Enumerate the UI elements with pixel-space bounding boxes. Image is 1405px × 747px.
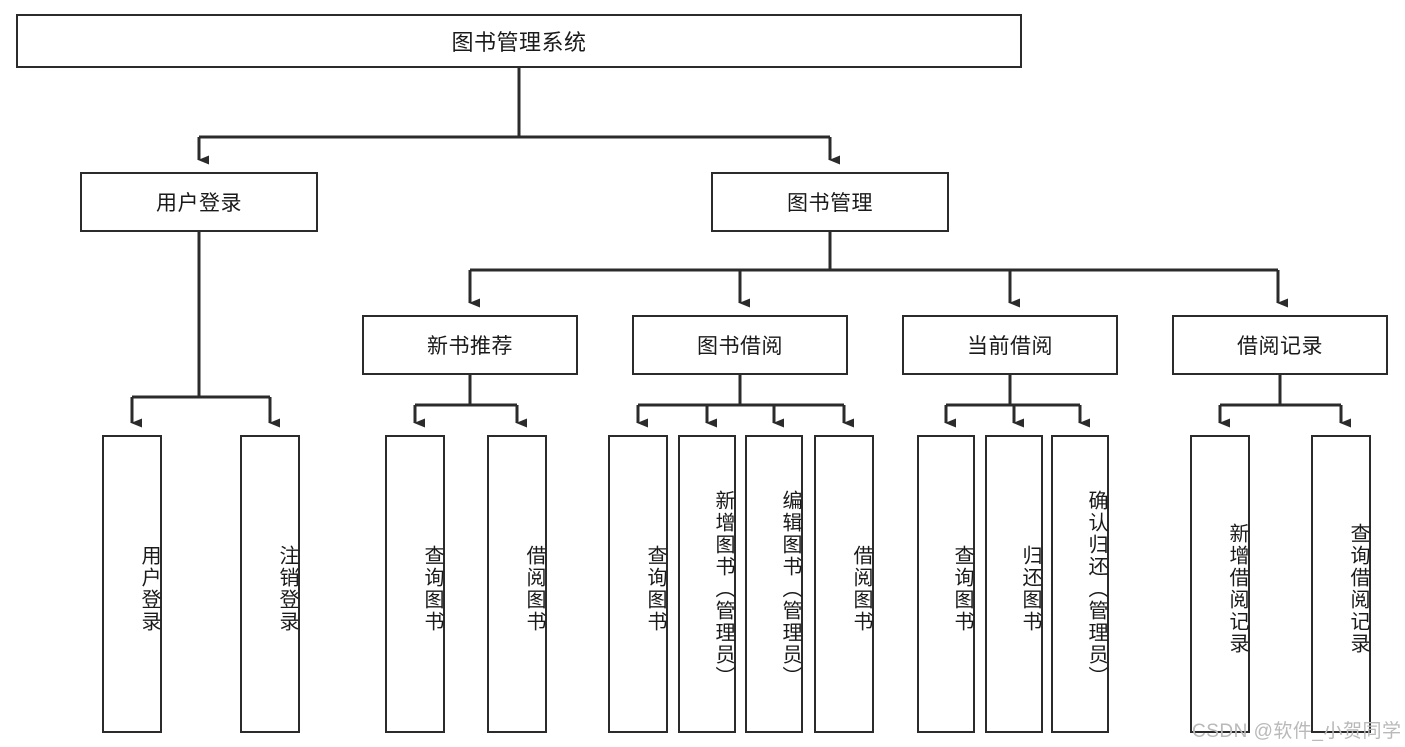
leaf-add-book-admin[interactable]: 新增图书（管理员） bbox=[678, 435, 736, 733]
node-root-label: 图书管理系统 bbox=[451, 30, 587, 55]
node-book-borrow[interactable]: 图书借阅 bbox=[632, 315, 848, 375]
leaf-user-login-label: 用户登录 bbox=[138, 545, 160, 633]
leaf-query-book-1-label: 查询图书 bbox=[421, 545, 443, 633]
leaf-query-book-1[interactable]: 查询图书 bbox=[385, 435, 445, 733]
leaf-edit-book-admin[interactable]: 编辑图书（管理员） bbox=[745, 435, 803, 733]
node-book-borrow-label: 图书借阅 bbox=[697, 335, 783, 358]
leaf-user-login[interactable]: 用户登录 bbox=[102, 435, 162, 733]
node-borrow-record[interactable]: 借阅记录 bbox=[1172, 315, 1388, 375]
leaf-return-book[interactable]: 归还图书 bbox=[985, 435, 1043, 733]
leaf-confirm-return-admin[interactable]: 确认归还（管理员） bbox=[1051, 435, 1109, 733]
leaf-logout-label: 注销登录 bbox=[276, 545, 298, 633]
leaf-query-record[interactable]: 查询借阅记录 bbox=[1311, 435, 1371, 733]
leaf-borrow-book-2-label: 借阅图书 bbox=[850, 545, 872, 633]
leaf-return-book-label: 归还图书 bbox=[1019, 545, 1041, 633]
leaf-query-book-2-label: 查询图书 bbox=[644, 545, 666, 633]
leaf-borrow-book-2[interactable]: 借阅图书 bbox=[814, 435, 874, 733]
leaf-confirm-return-admin-label: 确认归还（管理员） bbox=[1085, 490, 1107, 688]
node-new-book-recommend[interactable]: 新书推荐 bbox=[362, 315, 578, 375]
leaf-logout[interactable]: 注销登录 bbox=[240, 435, 300, 733]
node-book-management-label: 图书管理 bbox=[787, 192, 873, 215]
leaf-query-book-3[interactable]: 查询图书 bbox=[917, 435, 975, 733]
leaf-edit-book-admin-label: 编辑图书（管理员） bbox=[779, 490, 801, 688]
node-current-borrow-label: 当前借阅 bbox=[967, 335, 1053, 358]
leaf-add-book-admin-label: 新增图书（管理员） bbox=[712, 490, 734, 688]
node-new-book-recommend-label: 新书推荐 bbox=[427, 335, 513, 358]
leaf-query-record-label: 查询借阅记录 bbox=[1347, 523, 1369, 655]
csdn-watermark: CSDN @软件_小贺同学 bbox=[1192, 721, 1402, 742]
leaf-borrow-book-1-label: 借阅图书 bbox=[523, 545, 545, 633]
leaf-query-book-2[interactable]: 查询图书 bbox=[608, 435, 668, 733]
node-current-borrow[interactable]: 当前借阅 bbox=[902, 315, 1118, 375]
leaf-add-record-label: 新增借阅记录 bbox=[1226, 523, 1248, 655]
leaf-add-record[interactable]: 新增借阅记录 bbox=[1190, 435, 1250, 733]
node-user-login-label: 用户登录 bbox=[156, 192, 242, 215]
leaf-query-book-3-label: 查询图书 bbox=[951, 545, 973, 633]
node-borrow-record-label: 借阅记录 bbox=[1237, 335, 1323, 358]
node-book-management[interactable]: 图书管理 bbox=[711, 172, 949, 232]
leaf-borrow-book-1[interactable]: 借阅图书 bbox=[487, 435, 547, 733]
node-root[interactable]: 图书管理系统 bbox=[16, 14, 1022, 68]
node-user-login[interactable]: 用户登录 bbox=[80, 172, 318, 232]
